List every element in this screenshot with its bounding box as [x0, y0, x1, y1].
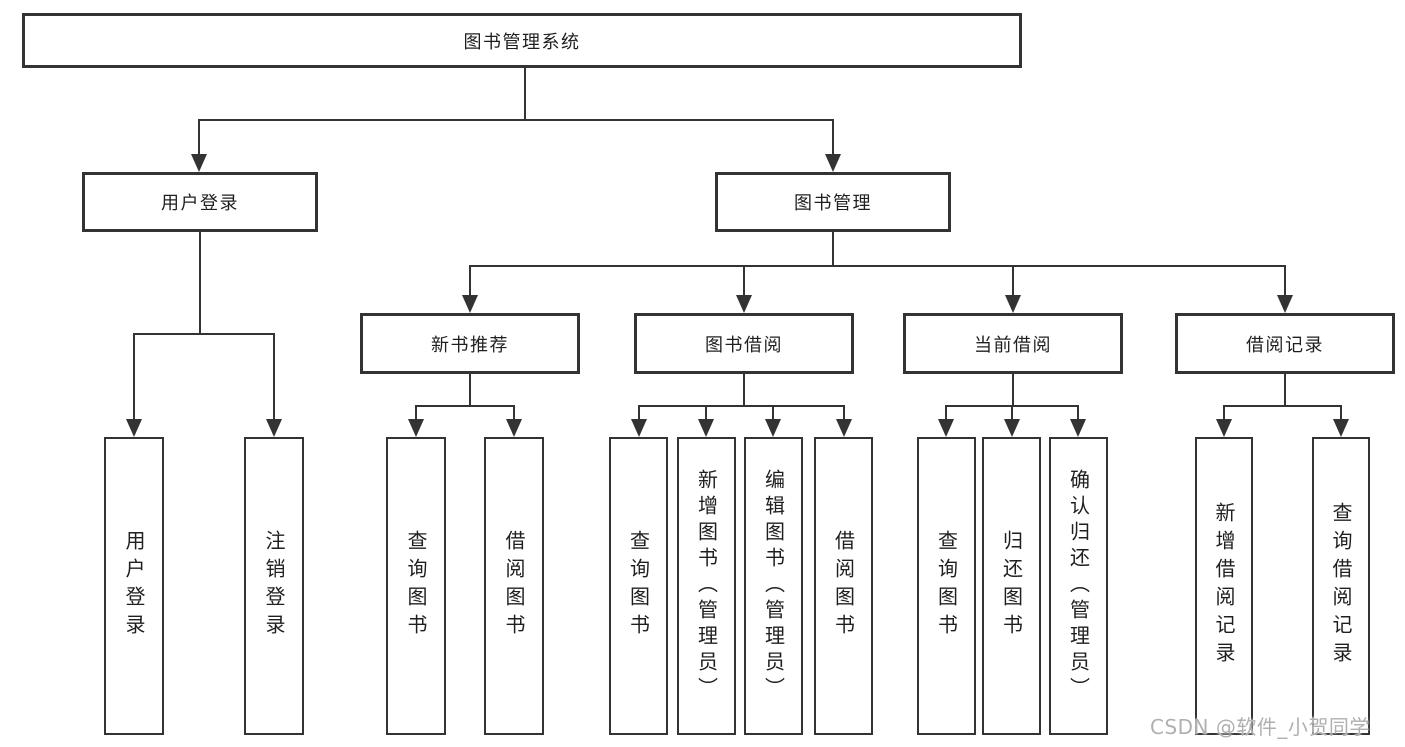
- arrowhead-down-icon: [462, 295, 478, 313]
- arrowhead-down-icon: [1333, 419, 1349, 437]
- leaf-logout: 注销登录: [244, 437, 304, 735]
- connector-book-borrow-stem: [743, 374, 745, 407]
- connector-book-mgmt-bar: [469, 265, 1286, 267]
- node-root: 图书管理系统: [22, 13, 1022, 68]
- connector-root-stem: [524, 68, 526, 121]
- connector-borrow-record-bar: [1223, 405, 1342, 407]
- leaf-borrow-query-label: 查询图书: [626, 530, 651, 642]
- leaf-borrow-add: 新增图书（管理员）: [677, 437, 736, 735]
- leaf-borrow-edit-label: 编辑图书（管理员）: [761, 469, 786, 703]
- connector-leaf-drop: [843, 405, 845, 421]
- leaf-borrow-query: 查询图书: [609, 437, 668, 735]
- arrowhead-down-icon: [825, 154, 841, 172]
- arrowhead-down-icon: [736, 295, 752, 313]
- leaf-borrow-borrow: 借阅图书: [814, 437, 873, 735]
- node-user-login: 用户登录: [82, 172, 318, 232]
- leaf-borrow-borrow-label: 借阅图书: [831, 530, 856, 642]
- node-book-mgmt: 图书管理: [715, 172, 951, 232]
- node-current-borrow-label: 当前借阅: [974, 334, 1052, 356]
- connector-new-book-drop: [469, 265, 471, 297]
- leaf-record-query: 查询借阅记录: [1312, 437, 1370, 735]
- leaf-record-add-label: 新增借阅记录: [1212, 502, 1236, 670]
- arrowhead-down-icon: [1277, 295, 1293, 313]
- leaf-newbook-query-label: 查询图书: [404, 530, 428, 642]
- arrowhead-down-icon: [506, 419, 522, 437]
- connector-leaf-drop: [1340, 405, 1342, 421]
- connector-leaf-drop: [705, 405, 707, 421]
- arrowhead-down-icon: [765, 419, 781, 437]
- arrowhead-down-icon: [938, 419, 954, 437]
- arrowhead-down-icon: [408, 419, 424, 437]
- leaf-user-login: 用户登录: [104, 437, 164, 735]
- leaf-logout-label: 注销登录: [262, 530, 286, 642]
- arrowhead-down-icon: [698, 419, 714, 437]
- leaf-current-query-label: 查询图书: [934, 530, 959, 642]
- leaf-user-login-label: 用户登录: [122, 530, 146, 642]
- connector-new-book-bar: [415, 405, 515, 407]
- leaf-newbook-borrow-label: 借阅图书: [502, 530, 526, 642]
- leaf-record-query-label: 查询借阅记录: [1329, 502, 1353, 670]
- arrowhead-down-icon: [1004, 419, 1020, 437]
- connector-leaf-drop: [133, 333, 135, 421]
- connector-leaf-drop: [772, 405, 774, 421]
- connector-root-bar: [198, 119, 834, 121]
- connector-leaf-drop: [1011, 405, 1013, 421]
- leaf-borrow-add-label: 新增图书（管理员）: [694, 469, 719, 703]
- connector-book-borrow-drop: [743, 265, 745, 297]
- arrowhead-down-icon: [266, 419, 282, 437]
- node-current-borrow: 当前借阅: [903, 313, 1123, 374]
- node-new-book-label: 新书推荐: [431, 334, 509, 356]
- node-root-label: 图书管理系统: [463, 31, 581, 53]
- leaf-newbook-borrow: 借阅图书: [484, 437, 544, 735]
- arrowhead-down-icon: [191, 154, 207, 172]
- leaf-current-return: 归还图书: [982, 437, 1041, 735]
- arrowhead-down-icon: [1216, 419, 1232, 437]
- node-book-mgmt-label: 图书管理: [794, 193, 872, 214]
- connector-new-book-stem: [469, 374, 471, 407]
- leaf-current-confirm-label: 确认归还（管理员）: [1066, 469, 1091, 703]
- node-user-login-label: 用户登录: [161, 193, 239, 214]
- connector-borrow-record-drop: [1284, 265, 1286, 297]
- connector-leaf-drop: [1223, 405, 1225, 421]
- connector-leaf-drop: [945, 405, 947, 421]
- node-book-borrow: 图书借阅: [634, 313, 854, 374]
- connector-borrow-record-stem: [1284, 374, 1286, 407]
- leaf-current-return-label: 归还图书: [999, 530, 1024, 642]
- leaf-current-confirm: 确认归还（管理员）: [1049, 437, 1108, 735]
- arrowhead-down-icon: [836, 419, 852, 437]
- connector-book-mgmt-stem: [832, 232, 834, 267]
- arrowhead-down-icon: [126, 419, 142, 437]
- arrowhead-down-icon: [1070, 419, 1086, 437]
- node-borrow-record: 借阅记录: [1175, 313, 1395, 374]
- connector-leaf-drop: [273, 333, 275, 421]
- node-new-book: 新书推荐: [360, 313, 580, 374]
- connector-book-borrow-bar: [638, 405, 845, 407]
- connector-user-login-drop: [198, 119, 200, 156]
- connector-user-login-stem: [199, 232, 201, 335]
- connector-leaf-drop: [513, 405, 515, 421]
- arrowhead-down-icon: [631, 419, 647, 437]
- connector-current-borrow-drop: [1012, 265, 1014, 297]
- leaf-record-add: 新增借阅记录: [1195, 437, 1253, 735]
- connector-user-login-bar: [133, 333, 275, 335]
- connector-leaf-drop: [1077, 405, 1079, 421]
- arrowhead-down-icon: [1005, 295, 1021, 313]
- connector-leaf-drop: [638, 405, 640, 421]
- connector-current-borrow-stem: [1012, 374, 1014, 407]
- leaf-current-query: 查询图书: [917, 437, 976, 735]
- leaf-newbook-query: 查询图书: [386, 437, 446, 735]
- connector-leaf-drop: [415, 405, 417, 421]
- csdn-watermark: CSDN @软件_小贺同学: [1150, 715, 1370, 739]
- node-book-borrow-label: 图书借阅: [705, 334, 783, 356]
- connector-book-mgmt-drop: [832, 119, 834, 156]
- node-borrow-record-label: 借阅记录: [1246, 334, 1324, 356]
- leaf-borrow-edit: 编辑图书（管理员）: [744, 437, 803, 735]
